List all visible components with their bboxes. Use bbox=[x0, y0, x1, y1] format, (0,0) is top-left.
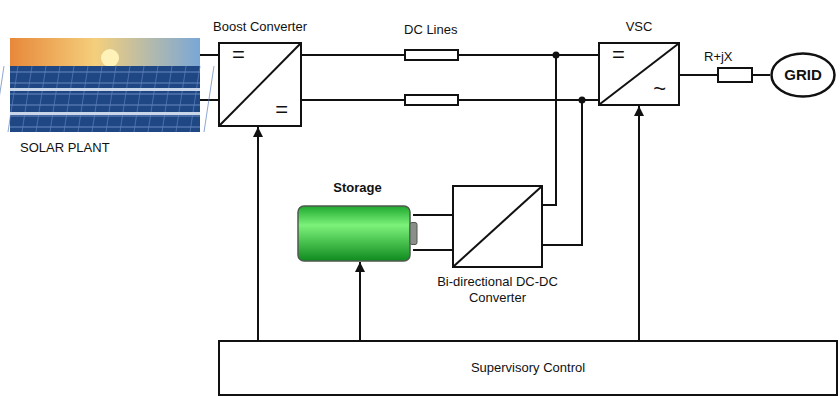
junction-dot bbox=[579, 97, 586, 104]
dc-symbol: = bbox=[612, 44, 625, 66]
battery-terminal bbox=[410, 223, 417, 245]
box-heading: Bi-directional DC-DC Converter bbox=[433, 274, 563, 305]
line-label: DC Lines bbox=[404, 22, 457, 38]
battery-storage: Storage bbox=[297, 205, 418, 262]
grid-ellipse: GRID bbox=[770, 52, 836, 98]
box-heading: Boost Converter bbox=[213, 19, 307, 35]
dc-symbol: = bbox=[275, 99, 288, 121]
control-arrow bbox=[257, 127, 259, 340]
converter-box: Bi-directional DC-DC Converter bbox=[452, 185, 543, 268]
diagonal-line bbox=[600, 44, 678, 104]
control-box: Supervisory Control bbox=[218, 340, 838, 396]
box-heading: VSC bbox=[626, 19, 653, 35]
control-arrow bbox=[359, 262, 361, 340]
wire-line bbox=[543, 100, 598, 245]
plant-label: SOLAR PLANT bbox=[20, 140, 110, 156]
junction-dot bbox=[553, 52, 560, 59]
converter-box-art bbox=[454, 187, 541, 266]
grid-label: GRID bbox=[770, 52, 836, 98]
wire-line bbox=[413, 249, 452, 251]
resistor-symbol bbox=[405, 50, 458, 60]
diagonal-line bbox=[454, 187, 541, 266]
battery-storage-art bbox=[297, 205, 418, 262]
resistor-symbol bbox=[405, 95, 458, 105]
converter-box-art bbox=[600, 44, 678, 104]
dc-symbol: = bbox=[232, 44, 245, 66]
converter-box: Boost Converter== bbox=[218, 42, 302, 127]
solar-illustration bbox=[0, 38, 214, 132]
diagonal-line bbox=[220, 44, 300, 125]
impedance-symbol bbox=[718, 68, 752, 82]
converter-box: VSC=~ bbox=[598, 42, 680, 106]
ac-symbol: ~ bbox=[653, 78, 666, 100]
control-label: Supervisory Control bbox=[220, 342, 836, 394]
control-arrow bbox=[638, 106, 640, 340]
box-heading: Storage bbox=[333, 180, 381, 196]
impedance-label: R+jX bbox=[704, 49, 733, 65]
solar-plant: SOLAR PLANT bbox=[10, 38, 200, 132]
battery-body bbox=[298, 206, 410, 261]
wire-line bbox=[543, 55, 598, 205]
solar-plant-art bbox=[10, 38, 200, 132]
wire-line bbox=[200, 54, 218, 56]
wire-line bbox=[413, 214, 452, 216]
